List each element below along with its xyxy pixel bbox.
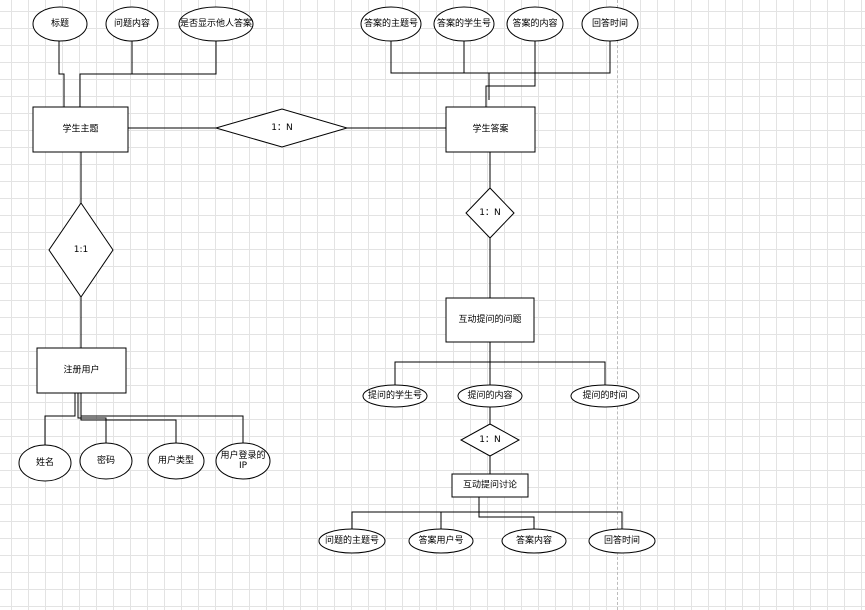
entity-student-topic[interactable]: 学生主题: [32, 106, 129, 153]
entity-registered-user[interactable]: 注册用户: [36, 347, 127, 394]
connector-user-ip: [81, 415, 244, 444]
relationship-topic-user[interactable]: 1:1: [48, 202, 114, 298]
attribute-user-password[interactable]: 密码: [79, 442, 133, 480]
attribute-label: 回答时间: [592, 17, 628, 29]
connector-question-bar: [394, 361, 606, 385]
attribute-label: 是否显示他人答案: [180, 17, 252, 29]
entity-label: 互动提问讨论: [463, 479, 517, 491]
attribute-title[interactable]: 标题: [32, 6, 88, 42]
relationship-question-discussion[interactable]: 1：N: [459, 423, 521, 457]
attribute-ask-time[interactable]: 提问的时间: [570, 384, 640, 408]
attribute-answer-user-no[interactable]: 答案用户号: [408, 528, 474, 554]
connectors: [44, 41, 623, 530]
attribute-answer-student-no[interactable]: 答案的学生号: [433, 6, 495, 42]
attribute-label: 提问的时间: [582, 389, 627, 401]
attribute-answer-time[interactable]: 回答时间: [581, 6, 639, 42]
attribute-label: 姓名: [36, 456, 54, 468]
attribute-label: 提问的内容: [467, 389, 512, 401]
entity-interactive-question[interactable]: 互动提问的问题: [445, 297, 535, 343]
relationship-label: 1：N: [271, 123, 292, 133]
attribute-label-line1: 用户登录的: [220, 449, 265, 461]
attribute-label: 密码: [97, 454, 115, 466]
attribute-label: 答案内容: [516, 534, 552, 546]
connector-user-password: [77, 393, 107, 444]
attribute-show-others-answers[interactable]: 是否显示他人答案: [178, 6, 254, 42]
attribute-question-content[interactable]: 问题内容: [105, 6, 159, 42]
connector-discussion-content: [478, 497, 535, 530]
entity-label: 学生主题: [62, 123, 98, 135]
relationship-topic-answer[interactable]: 1：N: [214, 108, 349, 148]
attribute-label: 回答时间: [604, 534, 640, 546]
relationship-label: 1：N: [479, 435, 500, 445]
attribute-label: 标题: [51, 17, 69, 29]
relationship-answer-question[interactable]: 1：N: [465, 187, 515, 239]
attribute-ask-content[interactable]: 提问的内容: [457, 384, 523, 408]
attribute-label: 答案用户号: [418, 534, 463, 546]
attribute-label: 答案的主题号: [364, 17, 418, 29]
page-boundary-line: [617, 0, 618, 610]
attribute-label: 提问的学生号: [368, 389, 422, 401]
attribute-discussion-answer-time[interactable]: 回答时间: [588, 528, 656, 554]
attribute-answer-topic-no[interactable]: 答案的主题号: [360, 6, 422, 42]
entity-label: 互动提问的问题: [458, 313, 521, 325]
connector-user-name: [44, 393, 76, 446]
entity-label: 注册用户: [63, 364, 99, 376]
attribute-question-topic-no[interactable]: 问题的主题号: [318, 528, 386, 554]
relationship-label: 1：N: [479, 208, 500, 218]
attribute-discussion-answer-content[interactable]: 答案内容: [501, 528, 567, 554]
attribute-user-login-ip[interactable]: 用户登录的 IP: [215, 442, 271, 480]
attribute-label: 问题内容: [114, 17, 150, 29]
connector-title: [58, 41, 65, 107]
connector-answer-group: [485, 73, 536, 107]
connector-discussion-bar: [351, 511, 623, 530]
entity-student-answer[interactable]: 学生答案: [445, 106, 536, 153]
attribute-label: 答案的学生号: [437, 17, 491, 29]
attribute-label: 答案的内容: [512, 17, 557, 29]
connector-user-type: [80, 393, 177, 444]
entity-label: 学生答案: [472, 123, 508, 135]
entity-interactive-discussion[interactable]: 互动提问讨论: [451, 473, 529, 498]
attribute-answer-content[interactable]: 答案的内容: [506, 6, 564, 42]
relationship-label: 1:1: [74, 245, 88, 255]
connector-show-others: [80, 41, 217, 75]
attribute-user-type[interactable]: 用户类型: [147, 442, 205, 480]
connector-answer-topic-no: [390, 41, 611, 74]
attribute-label-line2: IP: [239, 461, 248, 471]
attribute-label: 用户类型: [158, 454, 194, 466]
attribute-asker-student-no[interactable]: 提问的学生号: [362, 384, 428, 408]
attribute-user-name[interactable]: 姓名: [18, 444, 72, 482]
attribute-label: 问题的主题号: [325, 534, 379, 546]
